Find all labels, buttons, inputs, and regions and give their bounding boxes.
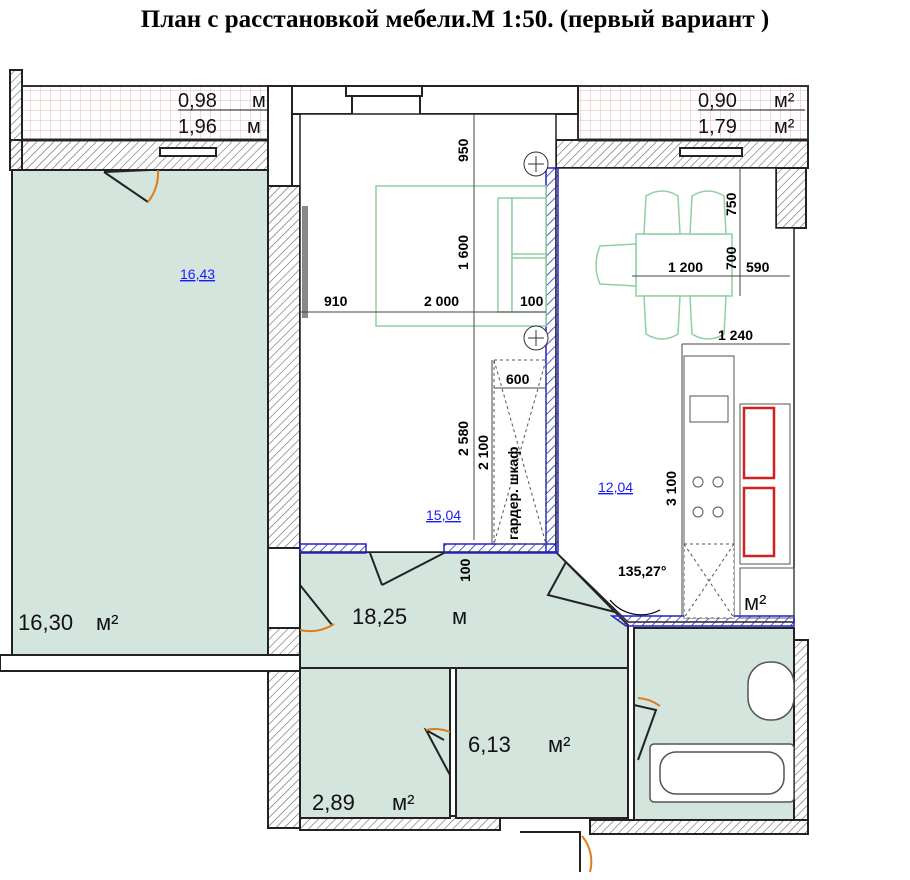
living-room-area: 16,30 [18, 610, 73, 635]
hall-area: 18,25 [352, 604, 407, 629]
dim-100b: 100 [457, 558, 473, 582]
wc-room [299, 667, 451, 819]
dim-700: 700 [723, 246, 739, 270]
red-appliances [742, 406, 776, 558]
balcony-left-area: 0,98 [178, 90, 217, 112]
dimension-lines [300, 114, 790, 616]
hall-unit: м [452, 604, 467, 629]
living-room-link[interactable]: 16,43 [180, 266, 215, 282]
living-room [11, 169, 269, 656]
bath-fixtures [649, 661, 795, 803]
outer-walls [0, 69, 809, 835]
dim-1200: 1 200 [668, 259, 703, 275]
dim-1600: 1 600 [455, 235, 471, 270]
living-room-unit: м² [96, 610, 118, 635]
wc-unit: м² [392, 790, 414, 815]
balcony-right-area: 0,90 [698, 90, 737, 112]
dim-590: 590 [746, 259, 770, 275]
bed [375, 185, 547, 327]
dim-3100: 3 100 [663, 471, 679, 506]
dim-2580: 2 580 [455, 421, 471, 456]
balcony-right: 0,90 м² 1,79 м² [577, 85, 809, 142]
windows [159, 85, 743, 157]
wardrobe [493, 359, 547, 545]
balcony-right-unit2: м² [774, 116, 795, 138]
dim-2000: 2 000 [424, 293, 459, 309]
kitchen-partial-unit: м² [744, 590, 766, 615]
balcony-right-unit: м² [774, 90, 795, 112]
doors [103, 169, 661, 873]
balcony-left-unit2: м [247, 116, 261, 138]
balcony-right-area2: 1,79 [698, 116, 737, 138]
balcony-left-unit: м [252, 90, 266, 112]
balcony-left-area2: 1,96 [178, 116, 217, 138]
kitchen-counter [683, 355, 735, 619]
kitchen-link[interactable]: 12,04 [598, 479, 633, 495]
dim-750: 750 [723, 192, 739, 216]
page-title: План с расстановкой мебели.М 1:50. (перв… [140, 6, 770, 33]
nightstands [523, 151, 549, 351]
sliding-door [302, 206, 308, 318]
bedroom-link[interactable]: 15,04 [426, 507, 461, 523]
dim-2100: 2 100 [475, 435, 491, 470]
bathroom-area [455, 667, 629, 819]
dim-1240: 1 240 [718, 327, 753, 343]
bath-unit: м² [548, 732, 570, 757]
dim-910: 910 [324, 293, 348, 309]
wc-area: 2,89 [312, 790, 355, 815]
bath-area: 6,13 [468, 732, 511, 757]
dining-table [595, 190, 733, 340]
dim-100: 100 [520, 293, 544, 309]
angle-label: 135,27° [618, 563, 666, 579]
partition-bedroom-kitchen [545, 167, 559, 553]
dim-950: 950 [455, 138, 471, 162]
wardrobe-label: гардер. шкаф [505, 446, 521, 540]
dim-600: 600 [506, 371, 530, 387]
balcony-left: 0,98 м 2 1,96 м [21, 85, 274, 142]
